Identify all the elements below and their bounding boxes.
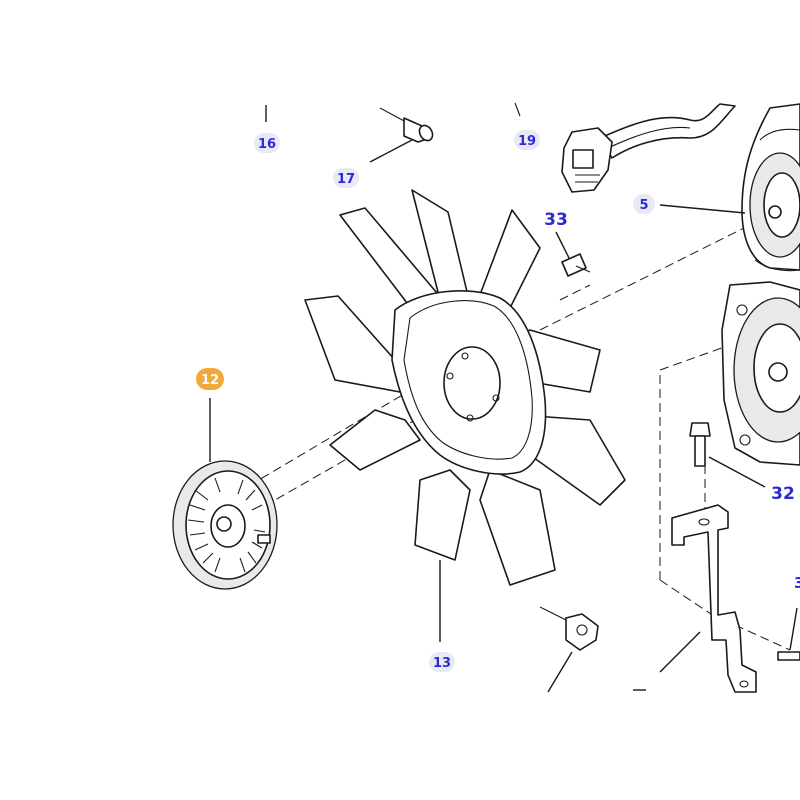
clip-bolt: [539, 606, 646, 693]
part-3-bolt: [777, 607, 800, 661]
svg-text:33: 33: [544, 210, 568, 230]
part-33-bolt: [555, 231, 591, 277]
callout-32[interactable]: 32: [771, 484, 795, 504]
callout-19[interactable]: 19: [514, 130, 540, 150]
svg-text:16: 16: [258, 137, 276, 152]
svg-text:3: 3: [794, 574, 800, 592]
callout-12[interactable]: 12: [196, 368, 224, 390]
part-19-harness: [514, 102, 736, 193]
callout-16[interactable]: 16: [254, 133, 280, 153]
clutch-fins: [187, 477, 266, 573]
callout-33[interactable]: 33: [544, 210, 568, 230]
part-5-pulley-assembly: [741, 103, 800, 272]
svg-text:5: 5: [639, 198, 648, 213]
part-17-sleeve: [379, 107, 434, 143]
svg-text:19: 19: [518, 134, 536, 149]
svg-text:17: 17: [337, 172, 355, 187]
leader-lines: [209, 139, 746, 642]
svg-text:13: 13: [433, 656, 451, 671]
engine-housing: [721, 281, 800, 466]
callout-13[interactable]: 13: [429, 652, 455, 672]
callout-3[interactable]: 3: [794, 574, 800, 592]
callout-17[interactable]: 17: [333, 168, 359, 188]
part-13-fan: [304, 189, 626, 586]
part-12-fan-clutch: [172, 460, 278, 590]
callout-5[interactable]: 5: [633, 194, 655, 214]
svg-text:12: 12: [201, 373, 219, 388]
svg-text:32: 32: [771, 484, 795, 504]
part-32-bolt: [689, 422, 766, 488]
bracket: [659, 504, 757, 693]
